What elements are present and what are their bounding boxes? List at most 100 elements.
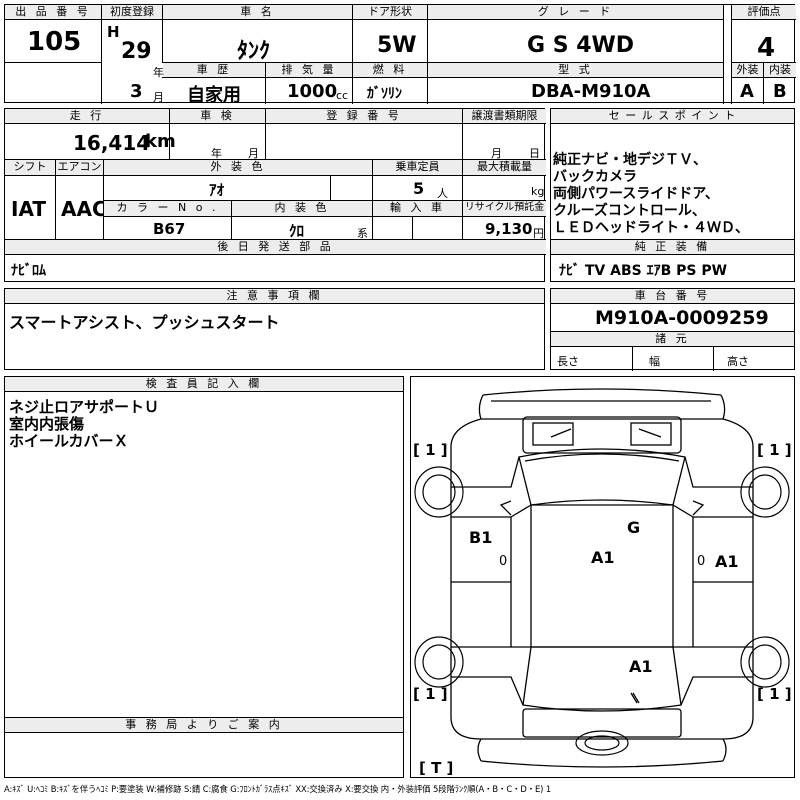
model-label: 型 式: [428, 63, 723, 77]
length-label: 長さ: [557, 355, 579, 368]
aircon-label: エアコン: [56, 160, 103, 175]
month-value: 3: [130, 81, 143, 102]
genuine-value: ﾅﾋﾞ TV ABS ｴｱB PS PW: [559, 263, 728, 279]
fuel-label: 燃 料: [353, 63, 427, 77]
caution-label: 注 意 事 項 欄: [5, 289, 544, 304]
ext-color-value: ｱｵ: [209, 181, 225, 199]
damage-mark-a1-rear: A1: [629, 657, 653, 676]
int-color-value: ｸﾛ: [289, 222, 305, 240]
int-color-label: 内 装 色: [232, 201, 372, 216]
import-label: 輸 入 車: [373, 201, 462, 216]
sales-point-3: クルーズコントロール、: [553, 203, 706, 219]
recycle-value: 9,130: [485, 220, 533, 238]
cc-unit: cc: [336, 89, 349, 102]
car-name-label: 車 名: [163, 5, 352, 20]
recycle-label: リサイクル預託金: [463, 201, 546, 216]
persons-unit: 人: [437, 187, 448, 200]
damage-mark-g-windshield: G: [627, 518, 640, 537]
sales-point-box: セ ー ル ス ポ イ ン ト 純正ナビ・地デジＴＶ、 バックカメラ 両側パワー…: [550, 108, 795, 282]
later-parts-label: 後 日 発 送 部 品: [5, 240, 546, 255]
caution-box: 注 意 事 項 欄 スマートアシスト、プッシュスタート: [4, 288, 545, 370]
exterior-label: 外装: [732, 63, 763, 77]
height-label: 高さ: [727, 355, 749, 368]
inspector-note-1: 室内内張傷: [9, 415, 85, 433]
car-diagram: [ 1 ] [ 1 ] [ 1 ] [ 1 ] [ T ] B1 0 G A1 …: [413, 388, 792, 777]
lot-no-label: 出 品 番 号: [5, 5, 101, 20]
aircon-value: AAC: [61, 197, 107, 221]
inspector-note-2: ホイールカバーＸ: [9, 432, 129, 450]
chassis-label: 車 台 番 号: [551, 289, 794, 304]
lot-no-value: 105: [27, 27, 82, 57]
car-name-value: ﾀﾝｸ: [237, 39, 271, 64]
shift-value: IAT: [11, 197, 47, 221]
color-no-value: B67: [153, 220, 186, 238]
office-label: 事 務 局 よ り ご 案 内: [5, 718, 403, 733]
sales-point-0: 純正ナビ・地デジＴＶ、: [553, 152, 707, 168]
transfer-month-unit: 月: [491, 147, 502, 160]
specs-box: 走 行 車 検 登 録 番 号 譲渡書類期限 16,414 km 年 月 月 日…: [4, 108, 546, 282]
max-load-label: 最大積載量: [463, 160, 546, 175]
capacity-value: 5: [413, 179, 425, 198]
displacement-label: 排 気 量: [266, 63, 352, 77]
score-value: 4: [757, 33, 776, 63]
tire-fl-label: [ 1 ]: [413, 441, 448, 459]
era-value: H: [107, 23, 120, 41]
history-label: 車 歴: [163, 63, 265, 77]
sales-point-2: 両側パワースライドドア、: [553, 186, 719, 202]
km-unit: km: [145, 131, 176, 152]
tire-rl-label: [ 1 ]: [413, 685, 448, 703]
damage-mark-a1-right: A1: [715, 552, 739, 571]
history-value: 自家用: [187, 85, 241, 106]
interior-value: B: [773, 81, 787, 102]
insp-month-unit: 月: [248, 147, 259, 160]
door-label: ドア形状: [353, 5, 427, 20]
transfer-day-unit: 日: [529, 147, 540, 160]
transfer-label: 譲渡書類期限: [463, 109, 546, 124]
month-unit: 月: [153, 91, 164, 104]
grade-value: G S 4WD: [527, 33, 635, 58]
mileage-value: 16,414: [73, 131, 151, 155]
spare-tire-label: [ T ]: [419, 759, 453, 777]
sales-point-4: ＬＥＤヘッドライト・４ＷＤ、: [553, 220, 749, 236]
interior-label: 内装: [764, 63, 796, 77]
exterior-value: A: [740, 81, 754, 102]
damage-mark-zero-right: 0: [697, 554, 705, 569]
width-label: 幅: [649, 355, 660, 368]
reg-no-label: 登 録 番 号: [266, 109, 462, 124]
genuine-label: 純 正 装 備: [551, 240, 794, 255]
damage-mark-b1-left: B1: [469, 528, 492, 547]
ext-color-label: 外 装 色: [104, 160, 372, 175]
sales-label: セ ー ル ス ポ イ ン ト: [551, 109, 794, 124]
color-no-label: カ ラ ー N o .: [104, 201, 231, 216]
year-value: 29: [121, 39, 152, 64]
chassis-box: 車 台 番 号 M910A-0009259 諸 元 長さ 幅 高さ: [550, 288, 795, 371]
grade-label: グ レ ー ド: [428, 5, 723, 20]
kei-unit: 系: [357, 227, 368, 240]
yen-unit: 円: [533, 227, 544, 240]
vehicle-header-box: 出 品 番 号 初度登録 車 名 ドア形状 グ レ ー ド 評価点 車 歴 排 …: [4, 4, 796, 106]
kg-unit: kg: [531, 185, 545, 198]
dims-label: 諸 元: [551, 332, 794, 347]
score-label: 評価点: [732, 5, 796, 20]
chassis-value: M910A-0009259: [595, 307, 769, 329]
damage-mark-a1-roof: A1: [591, 548, 615, 567]
inspector-box: 検 査 員 記 入 欄 ネジ止ロアサポートＵ 室内内張傷 ホイールカバーＸ 事 …: [4, 376, 404, 778]
displacement-value: 1000: [287, 81, 338, 102]
shift-label: シフト: [5, 160, 55, 175]
capacity-label: 乗車定員: [373, 160, 462, 175]
first-reg-label: 初度登録: [102, 5, 162, 20]
inspector-note-0: ネジ止ロアサポートＵ: [9, 398, 160, 416]
tire-fr-label: [ 1 ]: [757, 441, 792, 459]
year-unit: 年: [153, 66, 164, 79]
inspector-label: 検 査 員 記 入 欄: [5, 377, 403, 392]
damage-mark-zero-left: 0: [499, 554, 507, 569]
insp-year-unit: 年: [211, 147, 222, 160]
tire-rr-label: [ 1 ]: [757, 685, 792, 703]
mileage-label: 走 行: [5, 109, 169, 124]
caution-value: スマートアシスト、プッシュスタート: [9, 313, 280, 332]
door-value: 5W: [377, 33, 417, 58]
sales-point-1: バックカメラ: [553, 169, 637, 185]
inspection-label: 車 検: [170, 109, 265, 124]
later-parts-value: ﾅﾋﾞﾛﾑ: [11, 263, 46, 279]
model-value: DBA-M910A: [531, 81, 651, 102]
